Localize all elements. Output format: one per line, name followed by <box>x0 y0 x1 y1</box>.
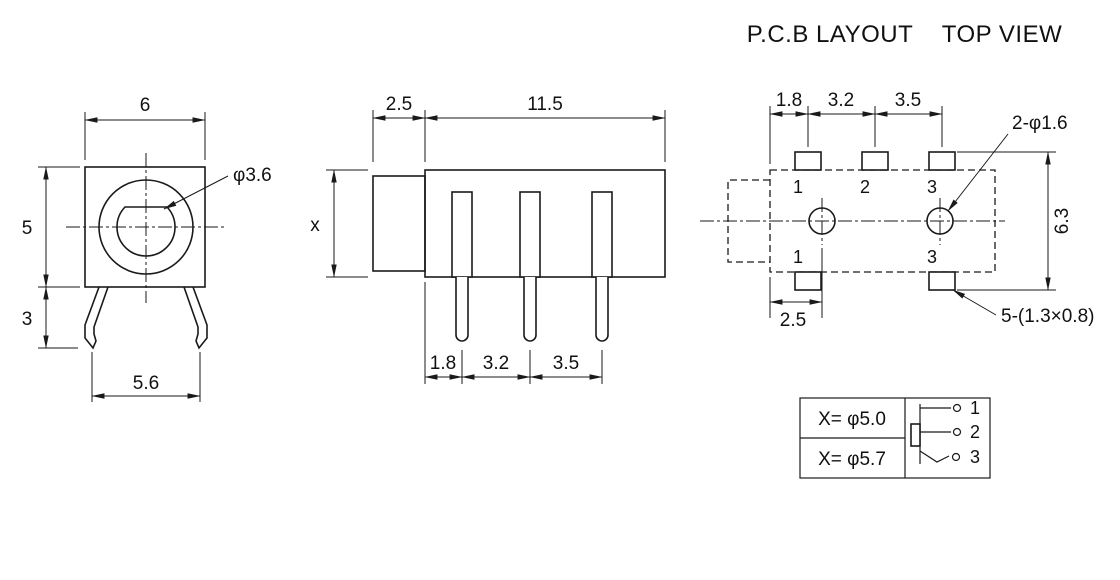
pcb-pin-number-bottom-1: 1 <box>793 247 803 267</box>
title-pcb-layout: P.C.B LAYOUT <box>747 21 914 48</box>
side-terminal-slot-2 <box>519 191 541 278</box>
jack-schematic: 1 2 3 <box>910 398 980 467</box>
pcb-dim-pad1: 1.8 <box>776 90 802 111</box>
side-terminal-slot-1 <box>451 191 473 278</box>
side-dim-body: 11.5 <box>527 94 563 115</box>
pcb-pad-top-3 <box>928 151 956 171</box>
side-dimension-lines <box>326 110 666 384</box>
front-dim-feet-span: 5.6 <box>133 373 159 394</box>
spec-table: X= φ5.0 X= φ5.7 1 2 3 <box>799 397 991 479</box>
pcb-dim-pad2: 3.2 <box>828 90 854 111</box>
pcb-pad-top-1 <box>794 151 822 171</box>
schematic-contact-3 <box>919 450 950 463</box>
pcb-pin-number-top-1: 1 <box>793 177 803 197</box>
pcb-hole-label: 2-φ1.6 <box>1012 113 1068 134</box>
side-dim-diameter: x <box>310 215 320 236</box>
pcb-dim-height: 6.3 <box>1052 208 1073 234</box>
side-view: 2.5 11.5 x 1.8 3.2 3.5 <box>310 94 666 384</box>
schematic-pin-3: 3 <box>970 447 980 467</box>
side-pin-1 <box>455 277 469 342</box>
title-top-view: TOP VIEW <box>942 21 1062 48</box>
side-dim-flange: 2.5 <box>386 94 412 115</box>
schematic-terminal-2 <box>952 427 962 437</box>
pcb-pad-bottom-3 <box>928 271 956 291</box>
schematic-terminal-3 <box>951 452 961 462</box>
pcb-dimension-lines <box>769 106 1056 318</box>
side-pin-3 <box>595 277 609 342</box>
spec-table-dividers <box>800 398 906 478</box>
spec-row-x57: X= φ5.7 <box>818 449 886 470</box>
front-jack-hole <box>116 206 176 257</box>
side-pin-2 <box>523 277 537 342</box>
front-dim-height-lower: 3 <box>22 309 33 330</box>
pcb-pin-number-bottom-3: 3 <box>927 247 937 267</box>
schematic-pin-2: 2 <box>970 422 980 442</box>
pcb-top-view: 1.8 3.2 3.5 2-φ1.6 6.3 2.5 5-(1.3×0.8) 1… <box>700 90 1094 331</box>
pcb-pad-size-label: 5-(1.3×0.8) <box>1001 306 1094 327</box>
schematic-terminal-1 <box>952 403 962 413</box>
front-hole-label: φ3.6 <box>233 165 272 186</box>
pcb-pad-bottom-1 <box>794 271 822 291</box>
front-left-leg <box>84 286 109 350</box>
spec-row-x50: X= φ5.0 <box>818 409 886 430</box>
pcb-hole-centerlines <box>821 198 941 245</box>
pcb-pin-number-top-3: 3 <box>927 177 937 197</box>
pcb-pad-top-2 <box>861 151 889 171</box>
pcb-dim-offset: 2.5 <box>780 310 806 331</box>
front-dimension-lines <box>38 112 229 402</box>
pcb-dim-pad3: 3.5 <box>895 90 921 111</box>
side-dim-pin2: 3.2 <box>483 353 509 374</box>
schematic-bushing <box>910 423 921 447</box>
front-dim-width: 6 <box>140 95 151 116</box>
side-dim-pin1: 1.8 <box>430 353 456 374</box>
pcb-pin-number-top-2: 2 <box>860 177 870 197</box>
side-terminal-slot-3 <box>591 191 613 278</box>
front-dim-height-upper: 5 <box>22 218 33 239</box>
schematic-pin-1: 1 <box>970 398 980 418</box>
side-dim-pin3: 3.5 <box>553 353 579 374</box>
side-body-outline <box>424 169 666 278</box>
front-view: 6 5 3 5.6 φ3.6 <box>22 95 272 402</box>
side-bushing-outline <box>372 175 426 272</box>
front-right-leg <box>183 286 208 350</box>
